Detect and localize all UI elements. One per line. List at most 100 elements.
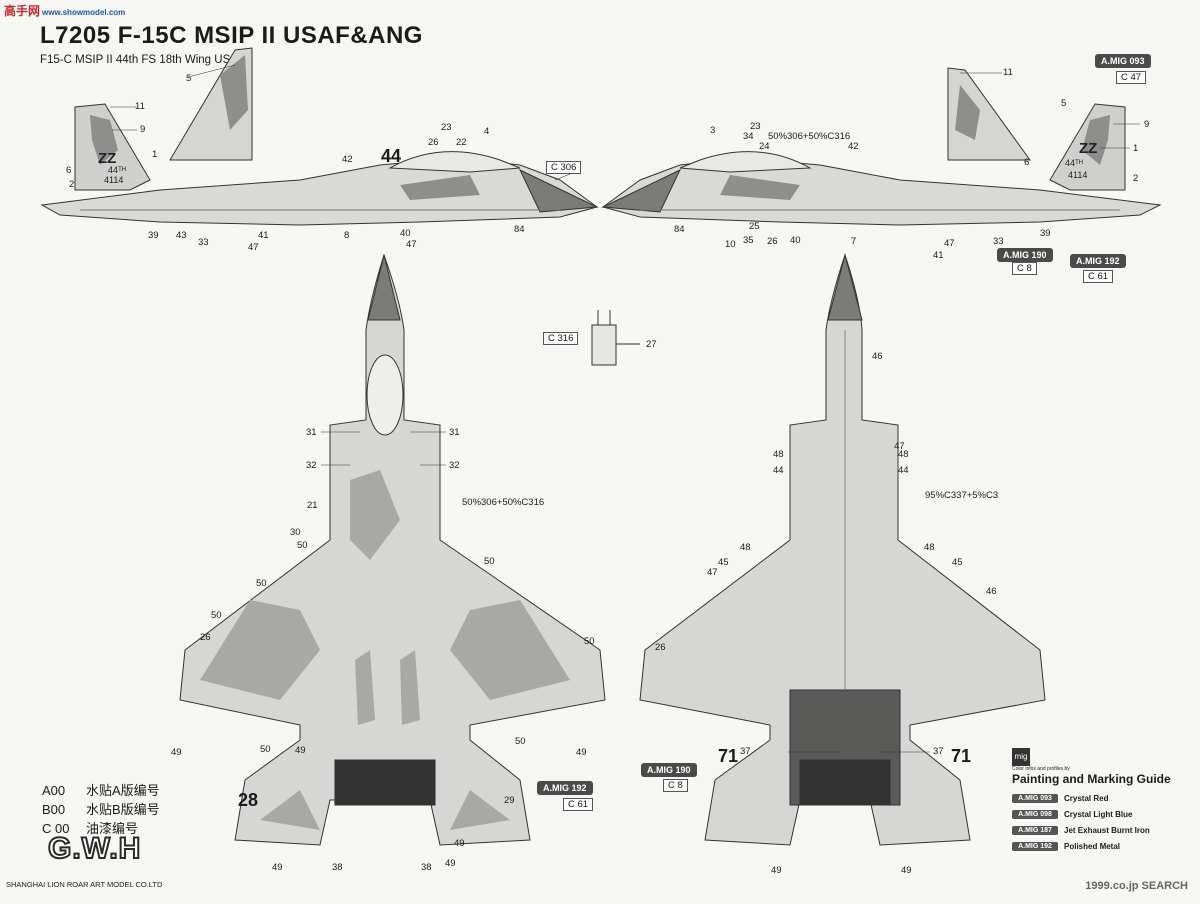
callout: 1: [1133, 143, 1139, 154]
callout: 6: [66, 165, 72, 176]
callout: 50: [484, 556, 495, 567]
callout: 47: [406, 239, 417, 250]
callout: 37: [933, 746, 944, 757]
callout: 47: [707, 567, 718, 578]
callout: 47: [944, 238, 955, 249]
callout: 50: [515, 736, 526, 747]
callout: 23: [750, 121, 761, 132]
callout: 26: [767, 236, 778, 247]
callout: 50: [211, 610, 222, 621]
big-number: 28: [238, 790, 259, 810]
paint-mix: 50%306+50%C316: [768, 131, 851, 142]
callout: 38: [332, 862, 343, 873]
callout: 49: [454, 838, 465, 849]
callout: 33: [198, 237, 209, 248]
callout: 49: [771, 865, 782, 876]
callout: 23: [441, 122, 452, 133]
watermark: 1999.co.jp SEARCH: [1085, 880, 1188, 892]
callout: 42: [342, 154, 353, 165]
callout: 2: [69, 179, 75, 190]
mig-chip: A.MIG 192: [537, 781, 593, 795]
callout: 10: [725, 239, 736, 250]
callout: 40: [400, 228, 411, 239]
callout: 24: [759, 141, 770, 152]
bottom-view: [639, 253, 1046, 846]
callout: 6: [1024, 157, 1030, 168]
callout: 38: [421, 862, 432, 873]
callout: 9: [140, 124, 146, 135]
gear-detail: [591, 310, 640, 366]
svg-text:ZZ: ZZ: [98, 150, 116, 167]
callout: 48: [924, 542, 935, 553]
svg-text:4114: 4114: [1068, 170, 1087, 180]
callout: 21: [307, 500, 318, 511]
paint-mix: 50%306+50%C316: [462, 497, 545, 508]
callout: 47: [894, 441, 905, 452]
callout: 26: [428, 137, 439, 148]
callout: 4: [484, 126, 490, 137]
callout: 11: [1003, 67, 1013, 78]
callout: 42: [848, 141, 859, 152]
callout: 48: [898, 449, 909, 460]
callout: 48: [773, 449, 784, 460]
callout: 45: [718, 557, 729, 568]
callout: 39: [1040, 228, 1051, 239]
top-view: [179, 253, 606, 846]
big-number: 71: [718, 746, 739, 766]
callout: 48: [740, 542, 751, 553]
callout: 49: [272, 862, 283, 873]
callout: 29: [504, 795, 515, 806]
paint-code: C 306: [546, 161, 582, 174]
svg-text:44ᵀᴴ: 44ᵀᴴ: [1065, 158, 1083, 168]
callout: 35: [743, 235, 754, 246]
company-name: SHANGHAI LION ROAR ART MODEL CO.LTD: [6, 880, 163, 889]
callout: 26: [200, 632, 211, 643]
callout: 50: [297, 540, 308, 551]
left-side-profile: [40, 47, 599, 226]
callout: 7: [851, 236, 857, 247]
callout: 5: [1061, 98, 1067, 109]
mig-chip: A.MIG 192: [1070, 254, 1126, 268]
callout: 40: [790, 235, 801, 246]
callout: 2: [1133, 173, 1139, 184]
callout: 8: [344, 230, 350, 241]
callout: 41: [258, 230, 269, 241]
callout: 49: [445, 858, 456, 869]
callout: 84: [514, 224, 525, 235]
paint-code: C 61: [1083, 270, 1114, 283]
brand-logo: G.W.H: [47, 831, 142, 866]
callout: 45: [952, 557, 963, 568]
callout: 39: [148, 230, 159, 241]
callout: 84: [674, 224, 685, 235]
callout: 46: [986, 586, 997, 597]
paint-code: C 8: [663, 779, 688, 792]
callout: 1: [152, 149, 158, 160]
big-number: 44: [381, 146, 402, 166]
big-number: 71: [951, 746, 972, 766]
mig-chip: A.MIG 190: [641, 763, 697, 777]
svg-text:44ᵀᴴ: 44ᵀᴴ: [108, 165, 126, 175]
svg-text:ZZ: ZZ: [1079, 140, 1097, 157]
callout: 33: [993, 236, 1004, 247]
callout: 26: [655, 642, 666, 653]
callout: 32: [306, 460, 317, 471]
callout: 50: [260, 744, 271, 755]
callout: 37: [740, 746, 751, 757]
paint-code: C 8: [1012, 262, 1037, 275]
callout: 32: [449, 460, 460, 471]
callout: 11: [135, 101, 145, 112]
painting-guide: mig Color infos and profiles by Painting…: [1012, 748, 1192, 854]
page-title: L7205 F-15C MSIP II USAF&ANG: [40, 22, 423, 49]
callout: 43: [176, 230, 187, 241]
guide-subtitle: Color infos and profiles by: [1012, 766, 1070, 772]
guide-title: Painting and Marking Guide: [1012, 772, 1171, 786]
